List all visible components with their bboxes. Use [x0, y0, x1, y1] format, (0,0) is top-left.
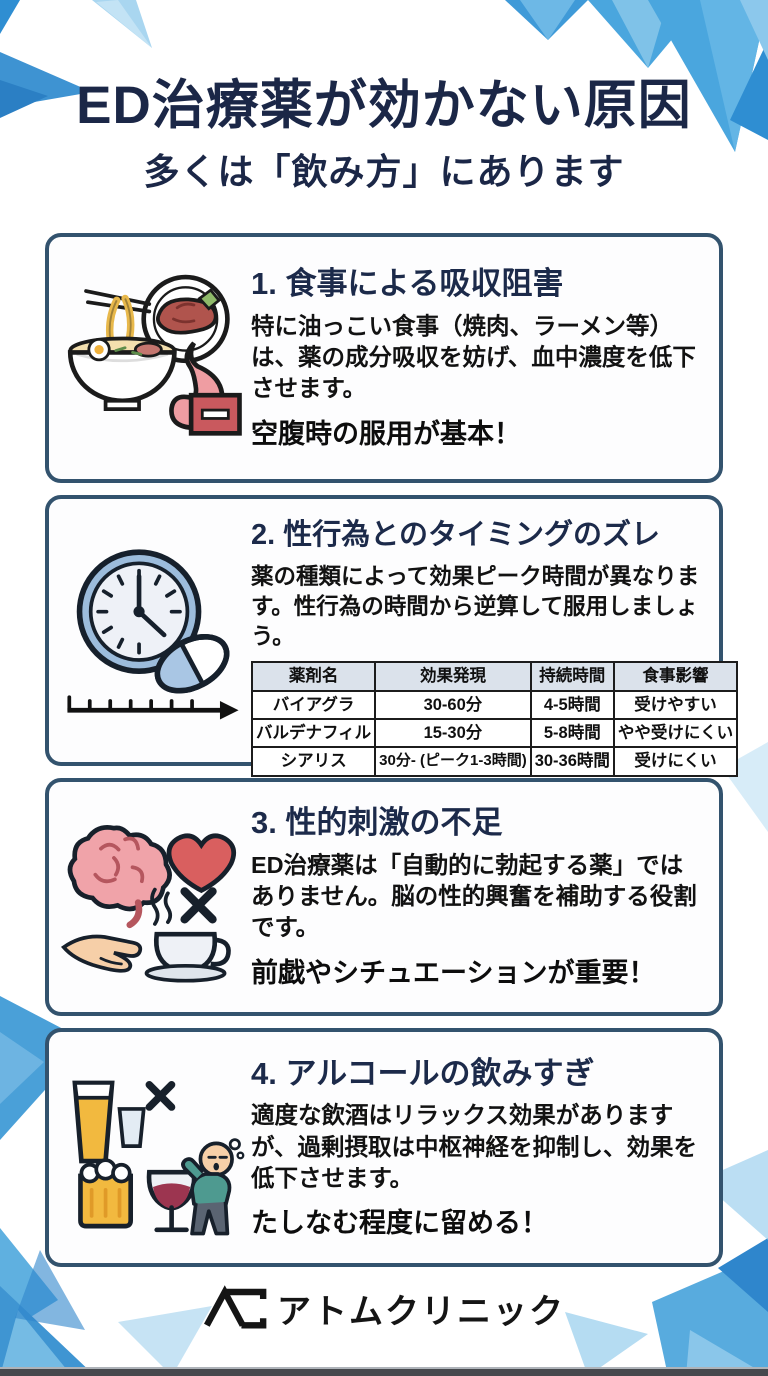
title-block: ED治療薬が効かない原因 多くは「飲み方」にあります — [0, 0, 768, 195]
cell-onset: 30分- (ピーク1-3時間) — [374, 746, 532, 777]
card-emphasis: たしなむ程度に留める！ — [251, 1208, 548, 1239]
clock-pill-timeline-icon — [55, 541, 251, 727]
brain-heart-coffee-icon — [55, 804, 251, 990]
cards-list: 1. 食事による吸収阻害 特に油っこい食事（焼肉、ラーメン等）は、薬の成分吸収を… — [0, 233, 768, 1268]
card-too-much-alcohol: 4. アルコールの飲みすぎ 適度な飲酒はリラックス効果がありますが、過剰摂取は中… — [45, 1028, 723, 1268]
card-lack-of-stimulation: 3. 性的刺激の不足 ED治療薬は「自動的に勃起する薬」ではありません。脳の性的… — [45, 778, 723, 1017]
clinic-name: アトムクリニック — [277, 1292, 565, 1331]
table-row-cialis: シアリス 30分- (ピーク1-3時間) 30-36時間 受けにくい — [250, 746, 739, 777]
cell-food-effect: 受けにくい — [612, 746, 739, 777]
page-subtitle: 多くは「飲み方」にあります — [143, 151, 625, 193]
cell-onset: 15-30分 — [374, 717, 532, 749]
atom-clinic-logo-icon — [204, 1285, 267, 1329]
table-header-food-effect: 食事影響 — [612, 661, 739, 692]
bottom-bar — [0, 1367, 768, 1376]
card-body: 適度な飲酒はリラックス効果がありますが、過剰摂取は中枢神経を抑制し、効果を低下さ… — [251, 1102, 698, 1191]
card-body: 特に油っこい食事（焼肉、ラーメン等）は、薬の成分吸収を妨げ、血中濃度を低下させま… — [251, 312, 696, 402]
poster: ED治療薬が効かない原因 多くは「飲み方」にあります — [0, 0, 768, 1333]
table-row-vardenafil: バルデナフィル 15-30分 5-8時間 やや受けにくい — [250, 717, 739, 749]
table-header-row: 薬剤名 効果発現 持続時間 食事影響 — [250, 661, 739, 692]
card-body: 薬の種類によって効果ピーク時間が異なります。性行為の時間から逆算して服用しましょ… — [251, 563, 700, 649]
card-meal-absorption: 1. 食事による吸収阻害 特に油っこい食事（焼肉、ラーメン等）は、薬の成分吸収を… — [45, 233, 723, 484]
table-header-drug: 薬剤名 — [250, 661, 377, 692]
card-heading: 3. 性的刺激の不足 — [251, 805, 503, 841]
card-emphasis: 前戯やシチュエーションが重要！ — [251, 957, 656, 988]
cell-onset: 30-60分 — [374, 689, 532, 721]
food-stomach-icon — [55, 265, 251, 451]
card-heading: 4. アルコールの飲みすぎ — [251, 1055, 595, 1091]
table-header-duration: 持続時間 — [529, 661, 615, 692]
cell-duration: 4-5時間 — [529, 689, 615, 721]
table-header-onset: 効果発現 — [374, 661, 532, 692]
card-timing-mismatch: 2. 性行為とのタイミングのズレ 薬の種類によって効果ピーク時間が異なります。性… — [45, 495, 739, 777]
card-body: ED治療薬は「自動的に勃起する薬」ではありません。脳の性的興奮を補助する役割です… — [251, 851, 697, 941]
cell-food-effect: やや受けにくい — [612, 717, 739, 749]
clinic-brand: アトムクリニック — [0, 1283, 768, 1333]
card-emphasis: 空腹時の服用が基本！ — [251, 418, 521, 449]
drug-comparison-table: 薬剤名 効果発現 持続時間 食事影響 バイアグラ 30-60分 4-5時間 受け… — [250, 661, 739, 777]
cell-drug: シアリス — [250, 746, 377, 777]
cell-drug: バルデナフィル — [250, 717, 377, 749]
table-row-viagra: バイアグラ 30-60分 4-5時間 受けやすい — [250, 689, 739, 721]
card-heading: 1. 食事による吸収阻害 — [251, 266, 564, 302]
alcohol-dizzy-person-icon — [55, 1055, 251, 1241]
cell-duration: 30-36時間 — [529, 746, 615, 777]
cell-duration: 5-8時間 — [529, 717, 615, 749]
page-title: ED治療薬が効かない原因 — [76, 76, 692, 135]
cell-food-effect: 受けやすい — [612, 689, 739, 721]
card-heading: 2. 性行為とのタイミングのズレ — [251, 519, 660, 552]
cell-drug: バイアグラ — [250, 689, 377, 721]
